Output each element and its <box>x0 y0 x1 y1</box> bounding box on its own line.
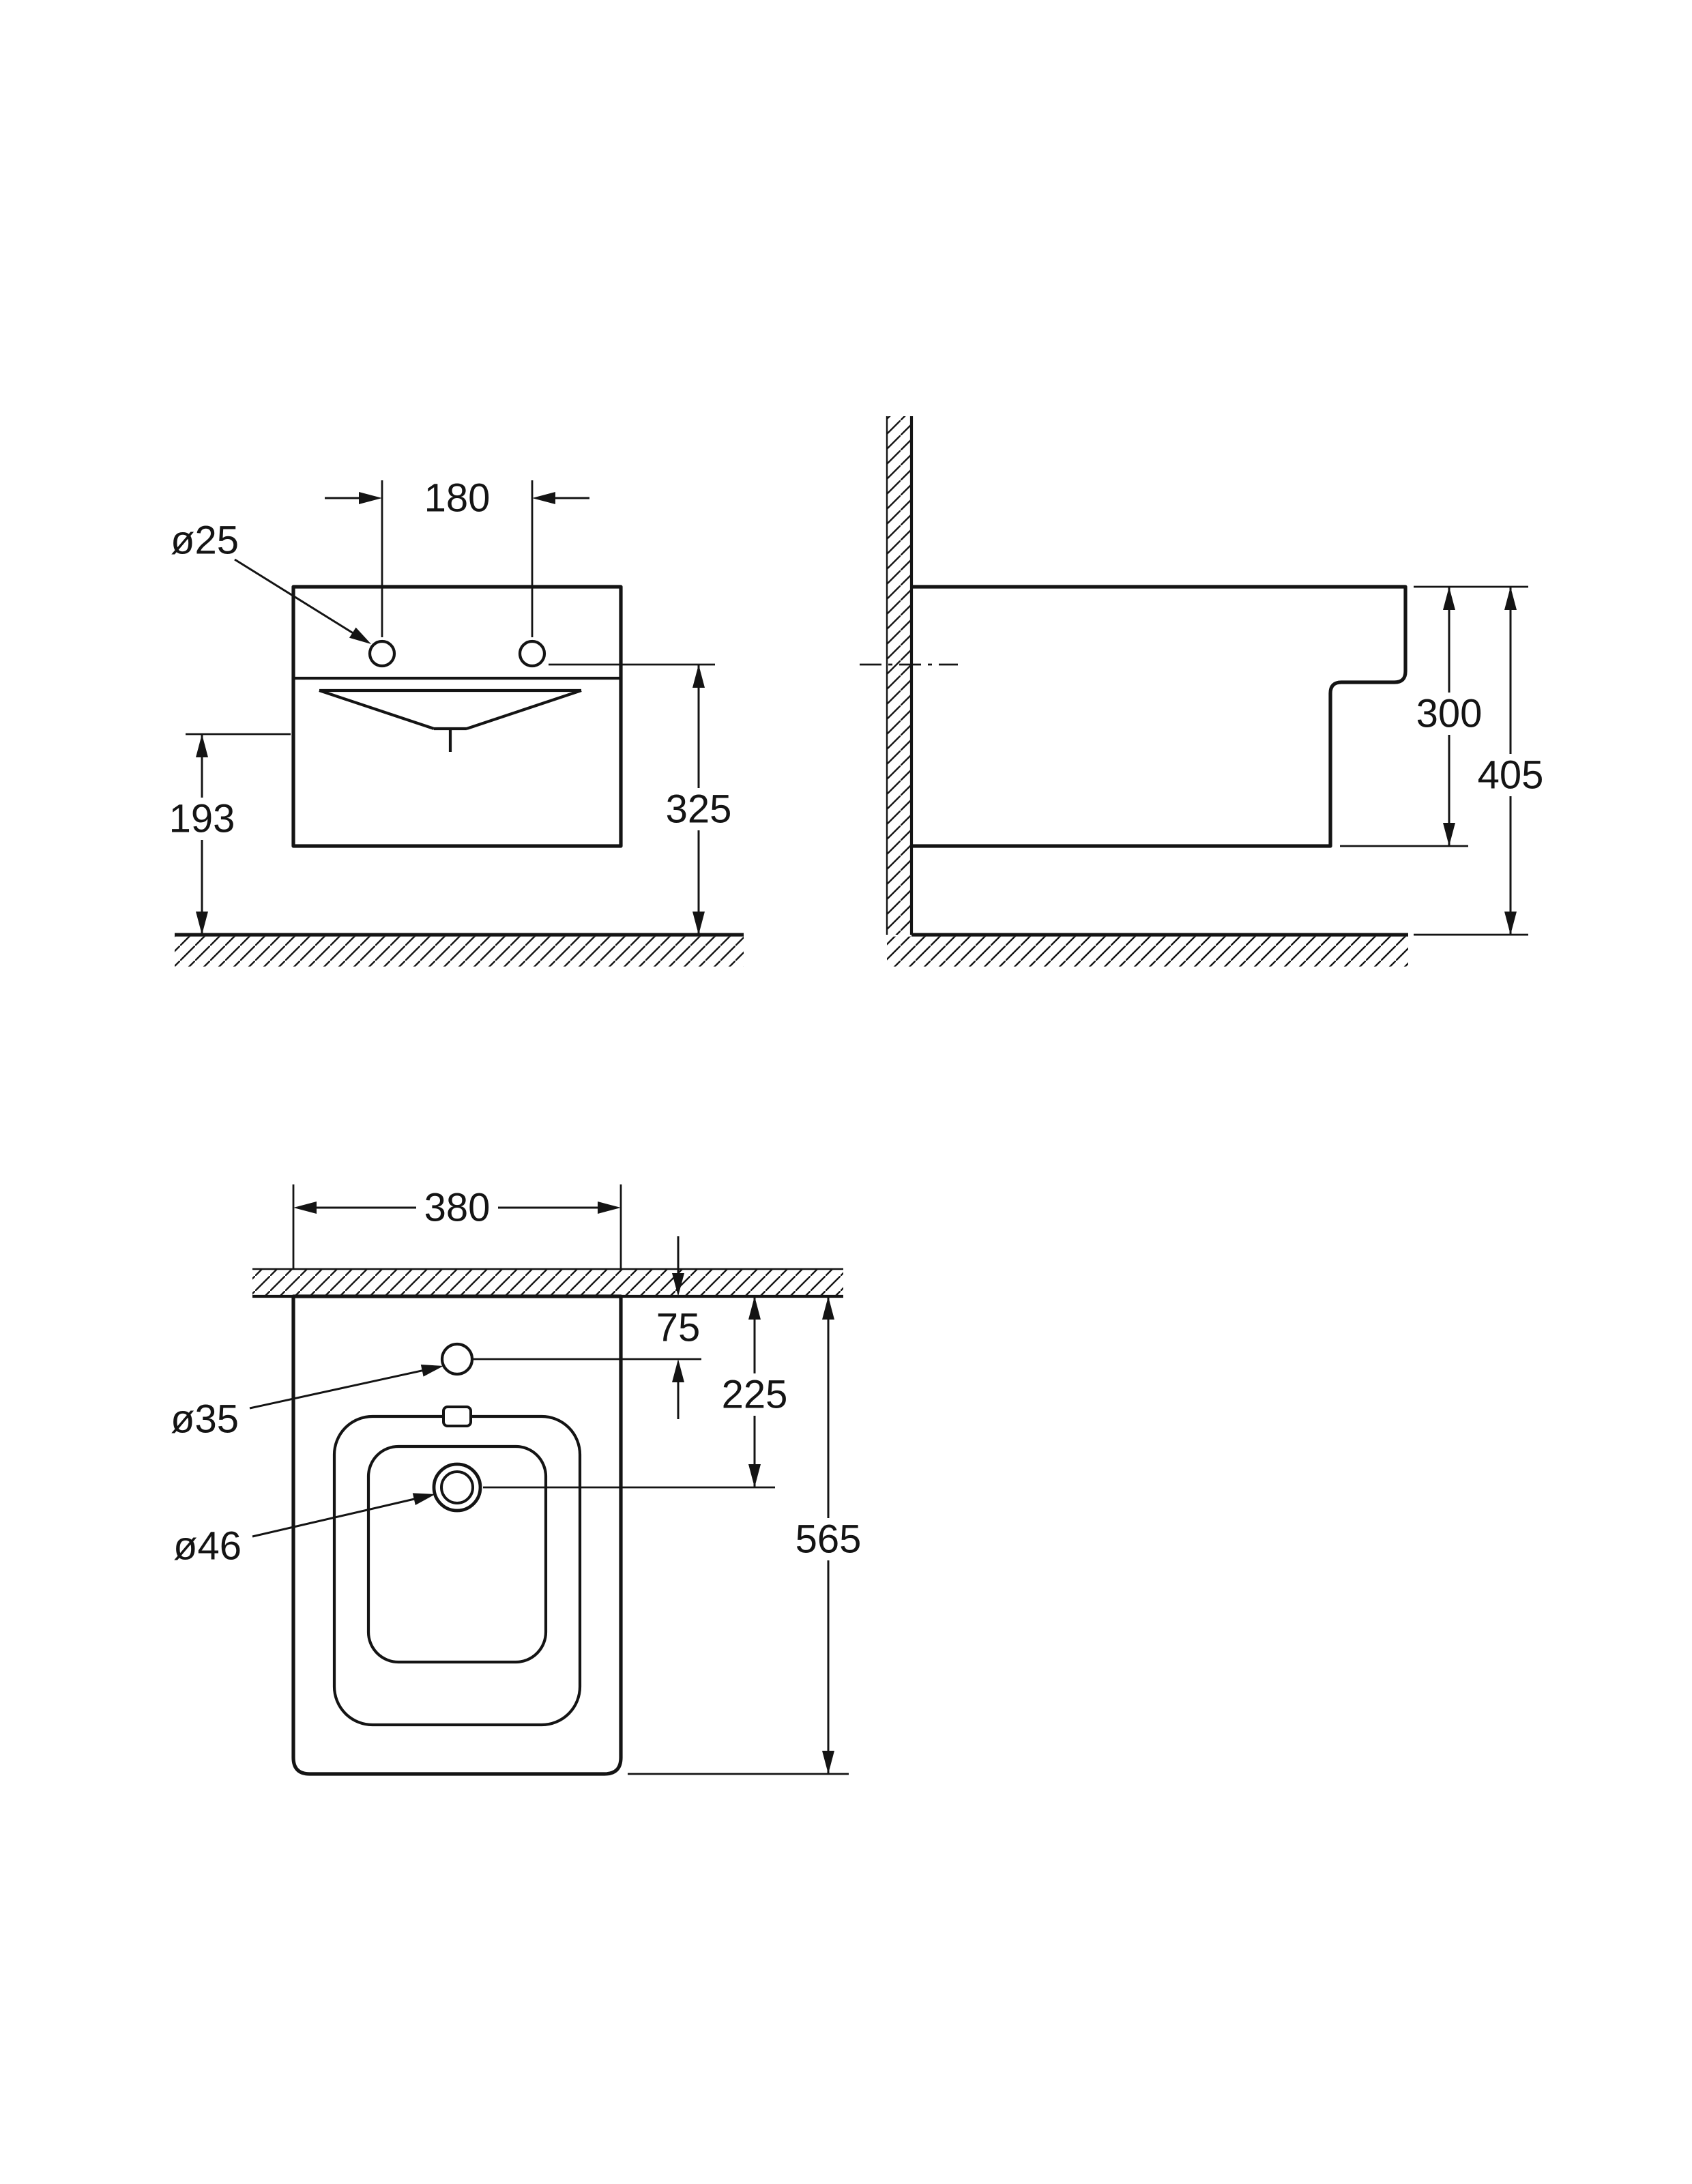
arrowhead <box>412 1493 435 1505</box>
arrowhead <box>196 912 208 935</box>
arrowhead <box>748 1464 761 1487</box>
plan-view: 380 ø35 ø46 <box>171 1184 865 1776</box>
front-fixture <box>291 585 623 848</box>
arrowhead <box>692 912 705 935</box>
label-bg <box>651 1307 705 1349</box>
arrowhead <box>1504 587 1517 610</box>
arrowhead <box>1443 587 1455 610</box>
dim-label-380: 380 <box>424 1186 491 1230</box>
arrowhead <box>672 1359 684 1382</box>
dim-total-height: 405 <box>1414 587 1547 936</box>
arrowhead <box>1443 823 1455 846</box>
plan-wall <box>252 1268 843 1298</box>
arrowhead <box>598 1202 621 1214</box>
dim-label-300: 300 <box>1416 692 1483 736</box>
dim-label-325: 325 <box>666 787 732 832</box>
dim-label-o46: ø46 <box>173 1524 242 1569</box>
dim-label-o35: ø35 <box>171 1397 239 1442</box>
fixture-outline <box>291 585 623 848</box>
dim-label-193: 193 <box>169 797 235 841</box>
drain-outer <box>432 1462 482 1513</box>
leader-line <box>249 1368 429 1410</box>
fixture-profile <box>911 585 1407 848</box>
label-bg <box>1412 693 1486 735</box>
tap-hole <box>440 1342 474 1376</box>
arrowhead <box>196 734 208 757</box>
drain-inner <box>440 1470 474 1504</box>
label-tap-hole-diameter-plan: ø35 <box>171 1365 443 1442</box>
dim-label-o25: ø25 <box>171 519 239 563</box>
label-drain-diameter: ø46 <box>173 1493 435 1569</box>
dim-tap-hole-to-wall: 75 <box>473 1236 705 1419</box>
leader-line <box>252 1496 421 1538</box>
arrowhead <box>349 627 371 644</box>
dim-floor-to-rim: 325 <box>549 663 735 935</box>
tap-hole-left <box>368 639 396 668</box>
front-view: 180 ø25 193 325 <box>165 476 744 967</box>
side-view: 300 405 <box>860 416 1547 967</box>
arrowhead <box>822 1296 834 1320</box>
leader-line <box>234 558 358 637</box>
label-bg <box>1474 754 1547 796</box>
overflow-notch <box>442 1406 472 1427</box>
arrowhead <box>532 492 555 504</box>
arrowhead <box>420 1365 443 1377</box>
arrowhead <box>672 1273 684 1296</box>
dim-drain-to-wall: 225 <box>483 1296 791 1489</box>
basin-detail <box>319 688 582 752</box>
side-fixture <box>860 585 1407 848</box>
dim-width: 380 <box>292 1184 622 1269</box>
dim-label-565: 565 <box>796 1517 862 1562</box>
arrowhead <box>822 1751 834 1774</box>
side-wall <box>886 416 914 935</box>
dim-depth: 565 <box>628 1296 865 1775</box>
fixture-outline <box>291 1294 623 1776</box>
wall-hatch <box>252 1269 843 1296</box>
basin-outline <box>366 1444 548 1664</box>
tap-hole-right <box>518 639 546 668</box>
floor-hatch <box>887 936 1408 967</box>
dim-label-75: 75 <box>656 1306 701 1350</box>
side-floor <box>887 933 1408 967</box>
label-bg <box>791 1518 865 1560</box>
dim-tap-hole-spacing: 180 <box>325 476 589 637</box>
label-bg <box>165 798 239 840</box>
label-bg <box>662 788 735 830</box>
dim-label-180: 180 <box>424 476 491 521</box>
dim-floor-to-drain: 193 <box>165 733 291 935</box>
arrowhead <box>692 665 705 688</box>
arrowhead <box>1504 912 1517 935</box>
plan-fixture <box>291 1294 623 1776</box>
arrowhead <box>748 1296 761 1320</box>
dim-label-405: 405 <box>1478 753 1544 798</box>
floor-hatch <box>175 936 744 967</box>
front-floor <box>175 933 744 967</box>
label-tap-hole-diameter: ø25 <box>171 519 371 644</box>
label-bg <box>718 1373 791 1416</box>
dim-label-225: 225 <box>722 1373 788 1417</box>
wall-hatch <box>887 416 911 935</box>
arrowhead <box>293 1202 317 1214</box>
arrowhead <box>359 492 382 504</box>
dim-body-height: 300 <box>1340 585 1528 847</box>
